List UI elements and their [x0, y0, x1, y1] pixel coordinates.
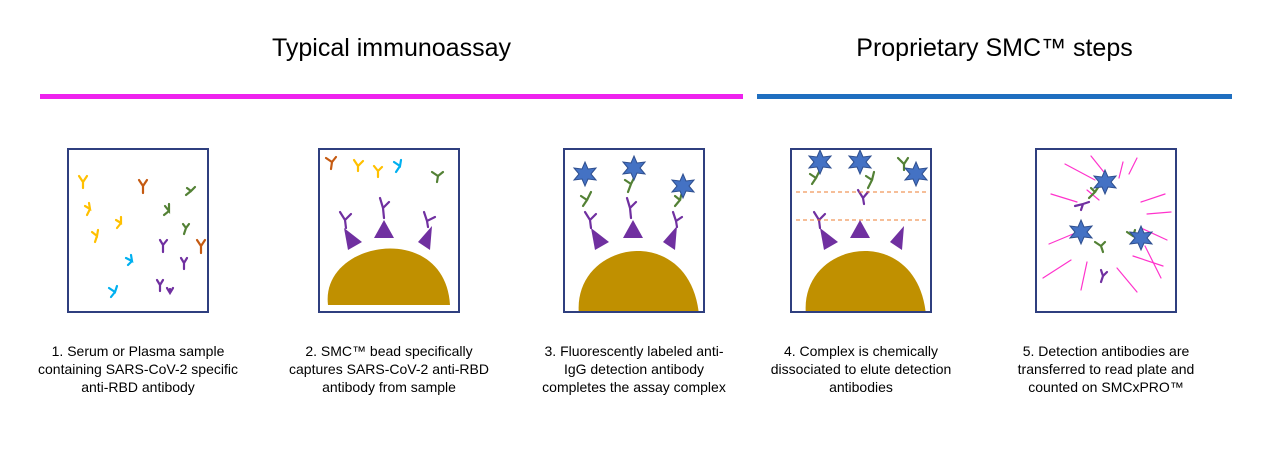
step-3-panel: [563, 148, 705, 313]
step-5-caption: 5. Detection antibodies are transferred …: [1017, 343, 1195, 395]
step-4-illustration: [796, 150, 929, 311]
step-2-caption: 2. SMC™ bead specifically captures SARS-…: [289, 343, 489, 395]
typical-immunoassay-bar: [40, 94, 743, 99]
step-2-panel: [318, 148, 460, 313]
fluorescent-label-star: [1092, 168, 1118, 196]
typical-immunoassay-title: Typical immunoassay: [272, 34, 511, 62]
step-5-panel: [1035, 148, 1177, 313]
laser-rays: [1042, 155, 1172, 293]
step-1-illustration: [77, 174, 207, 299]
step-3-caption: 3. Fluorescently labeled anti-IgG detect…: [542, 343, 726, 395]
step-2-illustration: [324, 155, 450, 305]
fluorescent-label-star: [1068, 218, 1094, 246]
fluorescent-label-star: [1128, 224, 1154, 252]
step-5-illustration: [1042, 155, 1172, 293]
proprietary-steps-bar: [757, 94, 1232, 99]
step-4-panel: [790, 148, 932, 313]
fluorescent-label-star: [807, 150, 833, 176]
fluorescent-label-star: [903, 160, 929, 188]
fluorescent-label-star: [572, 160, 598, 188]
step-3-illustration: [572, 154, 699, 311]
step-1-caption: 1. Serum or Plasma sample containing SAR…: [38, 343, 238, 395]
smc-bead: [578, 251, 699, 311]
step-1-panel: [67, 148, 209, 313]
fluorescent-label-star: [621, 154, 647, 182]
smc-bead: [327, 248, 450, 305]
fluorescent-label-star: [847, 150, 873, 176]
smc-bead: [805, 251, 926, 311]
step-4-caption: 4. Complex is chemically dissociated to …: [770, 343, 952, 395]
proprietary-steps-title: Proprietary SMC™ steps: [856, 34, 1133, 62]
fluorescent-label-star: [670, 172, 696, 200]
